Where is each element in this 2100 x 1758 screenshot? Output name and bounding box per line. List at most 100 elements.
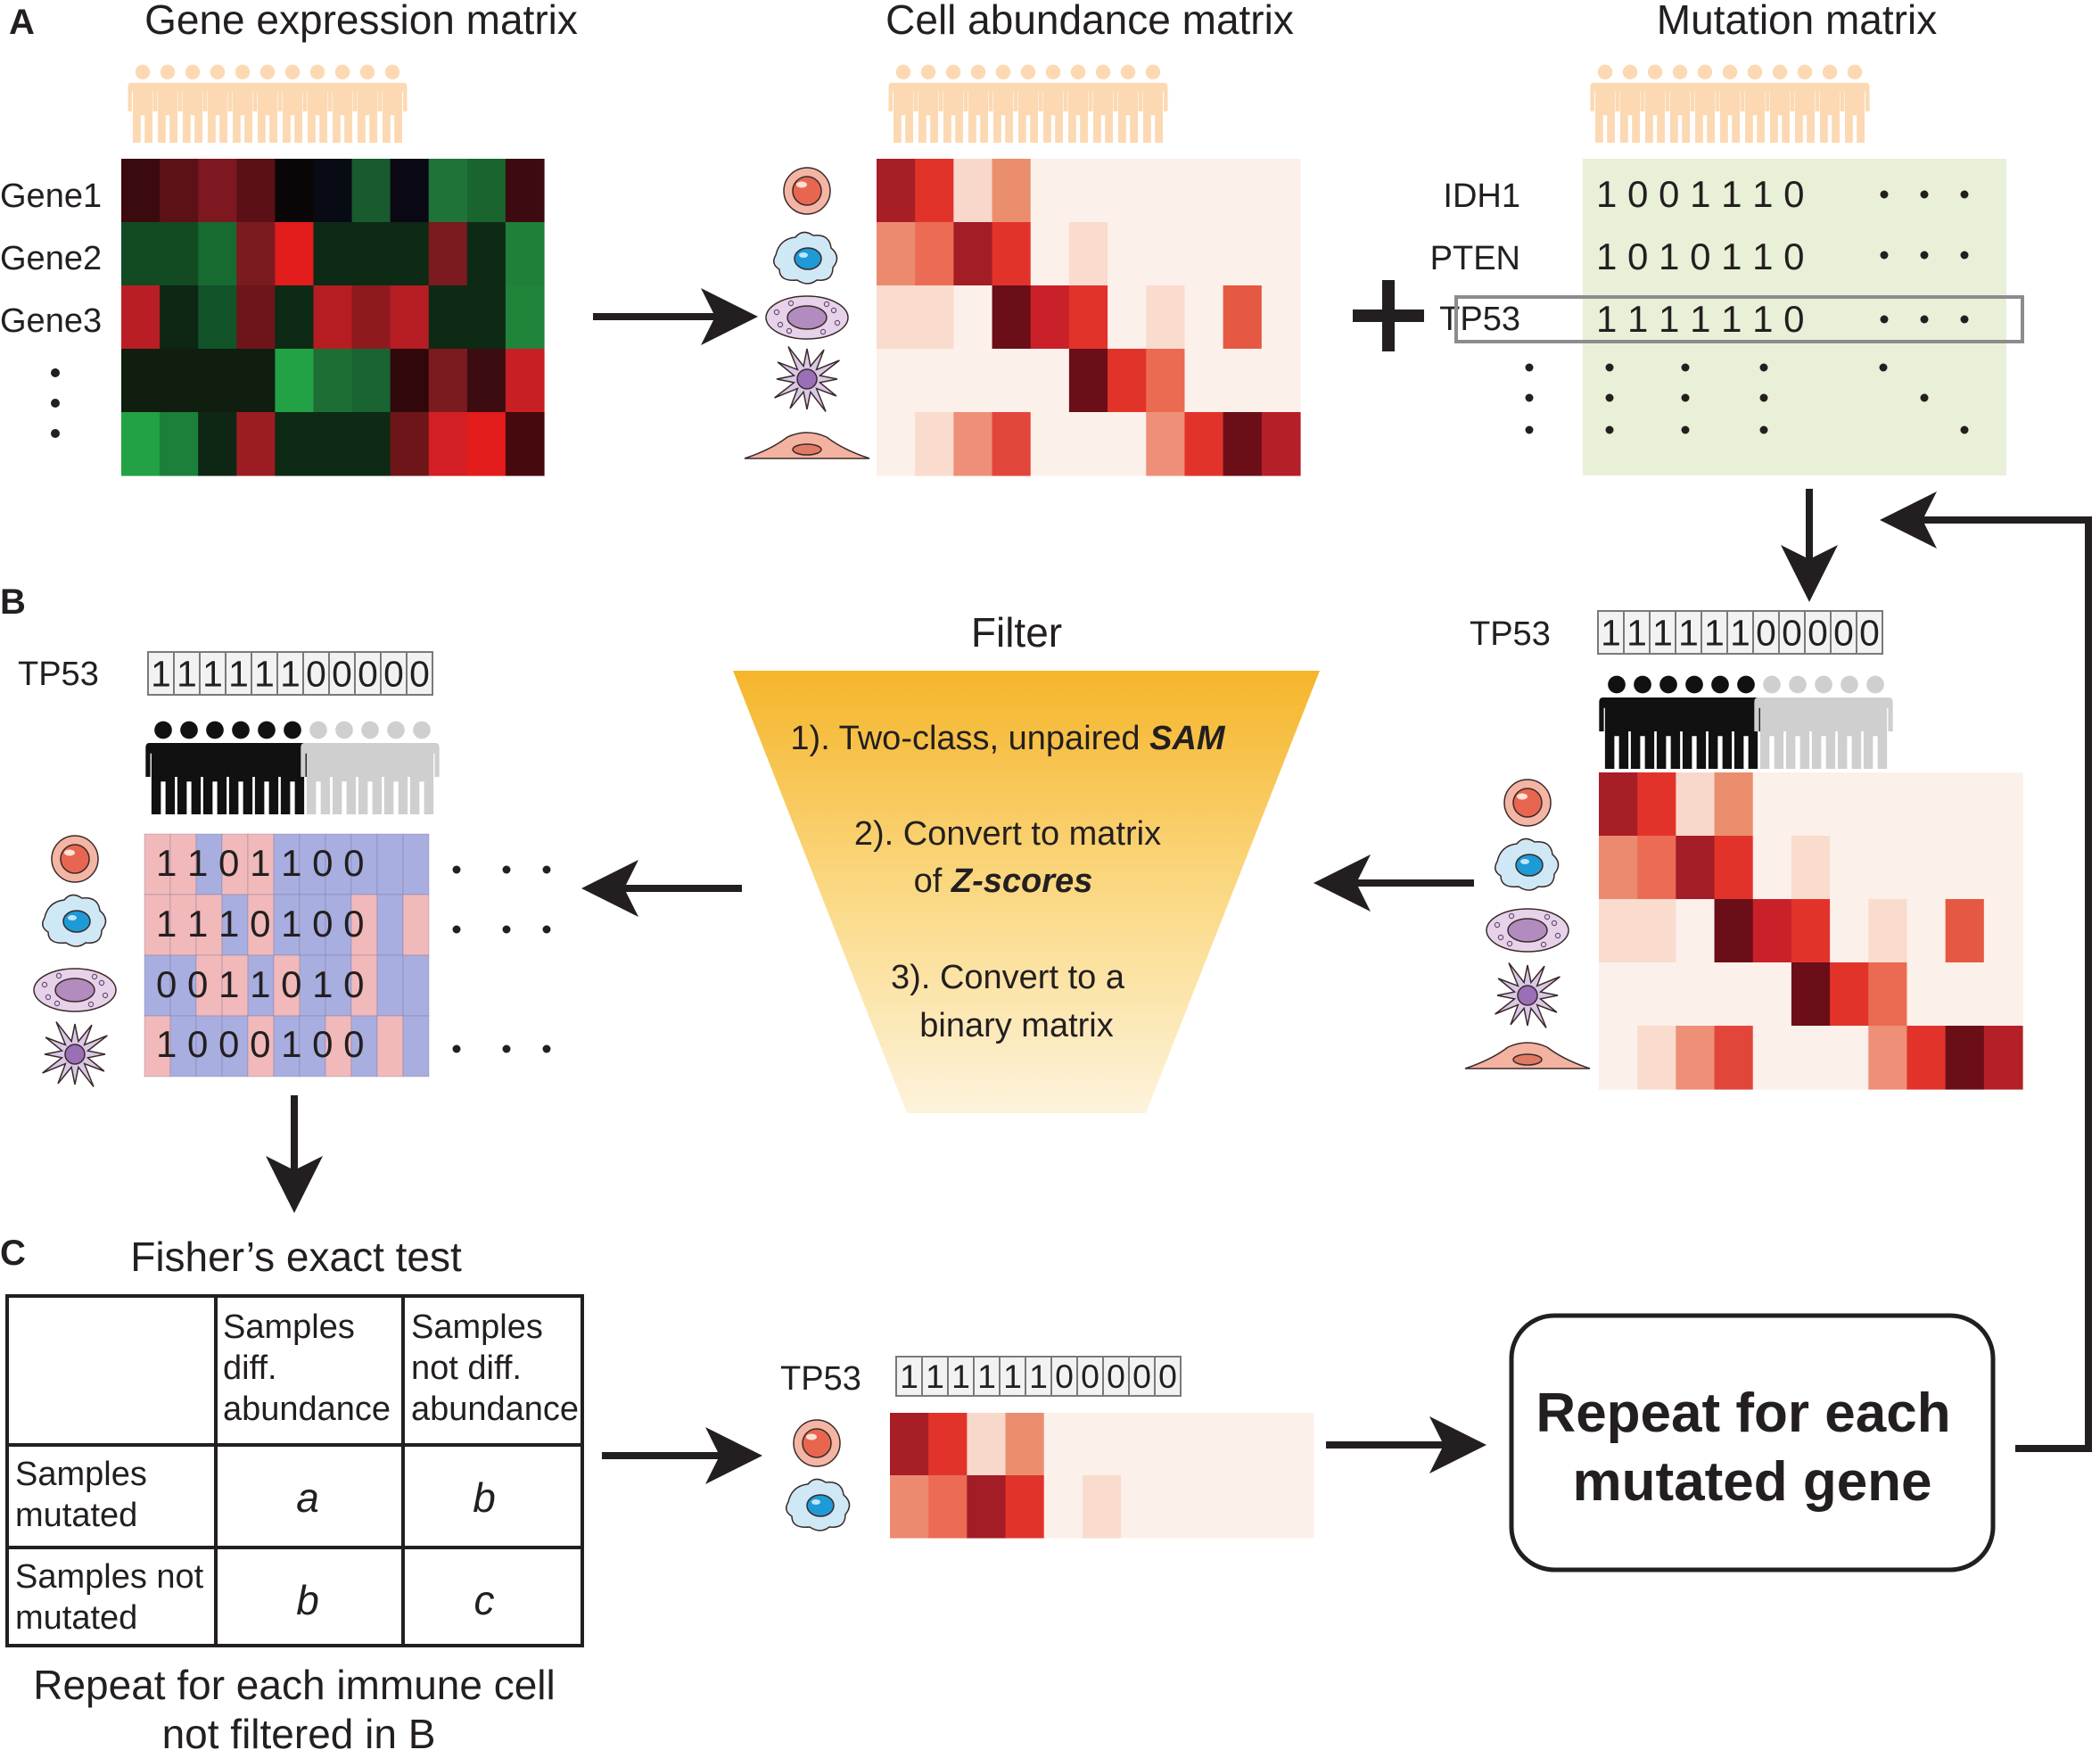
heatmap-cell (505, 222, 545, 286)
bit-cell (251, 651, 278, 696)
binary-cell (299, 1015, 326, 1077)
mutation-matrix-title: Mutation matrix (1657, 0, 1937, 43)
bit-value: 0 (383, 653, 404, 694)
bit-value: 1 (1029, 1358, 1048, 1395)
heatmap-cell (275, 159, 315, 223)
idh1-label: IDH1 (1443, 177, 1520, 215)
filter-step2a: 2). Convert to matrix (854, 815, 1161, 853)
gene2-label: Gene2 (0, 240, 102, 277)
heatmap-cell (1184, 159, 1224, 223)
immune-cell-icon (42, 1021, 108, 1087)
tp53-label-a: TP53 (1439, 301, 1520, 338)
filter-step3b: binary matrix (919, 1007, 1114, 1044)
person-icon (302, 64, 333, 143)
fisher-col1-line3: abundance (223, 1391, 391, 1428)
filter-step1-text: 1). Two-class, unpaired (790, 720, 1149, 757)
immune-cell-icon (42, 894, 107, 947)
heatmap-cell (1030, 222, 1070, 286)
heatmap-cell (1184, 222, 1224, 286)
person-icon (327, 64, 358, 143)
immune-cell-icon (1486, 908, 1569, 953)
heatmap-cell (313, 159, 353, 223)
fisher-row2-line1: Samples not (15, 1558, 204, 1596)
heatmap-cell (198, 349, 237, 413)
heatmap-cell (1752, 836, 1792, 900)
heatmap-cell (160, 349, 199, 413)
heatmap-cell (1223, 159, 1263, 223)
bit-value: 0 (1055, 1358, 1074, 1395)
filter-step2b-text: of (914, 862, 951, 900)
heatmap-cell (877, 159, 916, 223)
person-icon (252, 64, 283, 143)
heatmap-cell (1198, 1413, 1238, 1476)
binary-cell (325, 954, 352, 1017)
binary-cell (376, 894, 404, 956)
binary-cell (402, 894, 430, 956)
fisher-footer-line1: Repeat for each immune cell (33, 1662, 556, 1708)
heatmap-cell (915, 285, 954, 350)
heatmap-cell (1223, 222, 1263, 286)
filter-step1-em: SAM (1149, 720, 1226, 757)
binary-cell (350, 833, 378, 896)
heatmap-cell (953, 159, 993, 223)
heatmap-cell (928, 1413, 968, 1476)
heatmap-cell (1146, 159, 1186, 223)
person-icon (202, 64, 233, 143)
heatmap-cell (1830, 962, 1869, 1027)
heatmap-cell (992, 222, 1032, 286)
bit-value: 1 (1704, 612, 1725, 653)
binary-cell (402, 833, 430, 896)
heatmap-cell (1599, 899, 1638, 963)
gene3-label: Gene3 (0, 302, 102, 340)
heatmap-cell (877, 412, 916, 476)
heatmap-cell (1830, 836, 1869, 900)
binary-cell (402, 954, 430, 1017)
bit-value: 1 (202, 653, 223, 694)
binary-cell (350, 1015, 378, 1077)
fisher-row1-line1: Samples (15, 1456, 147, 1493)
heatmap-cell (928, 1475, 968, 1539)
heatmap-cell (1637, 772, 1676, 837)
patient-icons-mutation (1590, 64, 1870, 143)
bit-value: 0 (332, 653, 352, 694)
heatmap-cell (1830, 1026, 1869, 1090)
person-icon (1665, 64, 1695, 143)
person-icon (1840, 64, 1870, 143)
heatmap-cell (953, 412, 993, 476)
heatmap-cell (992, 285, 1032, 350)
heatmap-cell (313, 412, 353, 476)
heatmap-cell (198, 222, 237, 286)
heatmap-cell (1983, 1026, 2023, 1090)
panel-c-label: C (0, 1234, 26, 1273)
binary-cell (221, 894, 249, 956)
heatmap-cell (1983, 962, 2023, 1027)
heatmap-cell (1198, 1475, 1238, 1539)
heatmap-cell (505, 412, 545, 476)
binary-cell (247, 1015, 275, 1077)
immune-cell-icons-c (786, 1419, 851, 1531)
heatmap-cell (313, 349, 353, 413)
heatmap-cell (1223, 349, 1263, 413)
heatmap-cell (351, 222, 391, 286)
heatmap-cell (1983, 836, 2023, 900)
heatmap-cell (160, 222, 199, 286)
heatmap-cell (390, 412, 430, 476)
person-icon (988, 64, 1018, 143)
heatmap-cell (1676, 772, 1716, 837)
person-icon (1615, 64, 1645, 143)
binary-cell (195, 954, 223, 1017)
fisher-col2-line1: Samples (411, 1308, 543, 1346)
person-icon (1740, 64, 1770, 143)
fisher-col2-line2: not diff. (411, 1349, 522, 1387)
panel-a-label: A (9, 3, 35, 42)
immune-cell-icon (51, 835, 99, 883)
person-icon (277, 64, 308, 143)
heatmap-cell (1752, 962, 1792, 1027)
binary-cell (402, 1015, 430, 1077)
person-icon (227, 64, 258, 143)
person-icon (1138, 64, 1168, 143)
heatmap-cell (160, 412, 199, 476)
heatmap-cell (1121, 1413, 1160, 1476)
idh1-values: 1 0 0 1 1 1 0 (1596, 173, 1805, 215)
